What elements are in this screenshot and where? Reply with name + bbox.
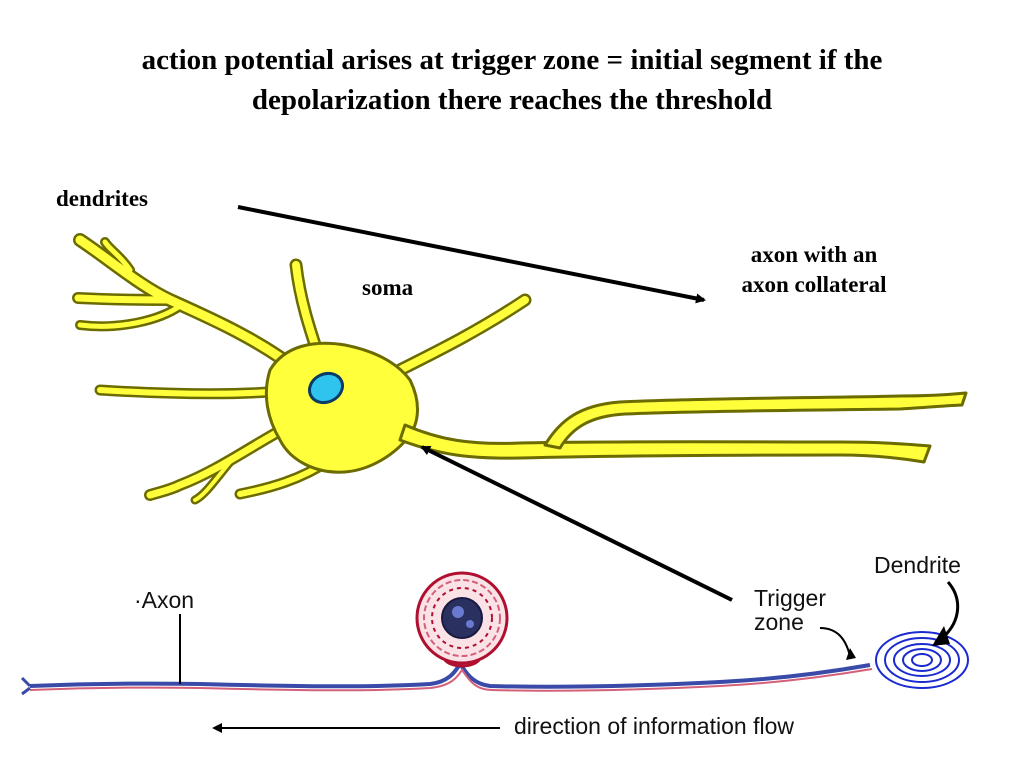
arrow-trigger-zone <box>420 445 733 602</box>
label-axon-line-2: axon collateral <box>741 272 887 297</box>
label-trigger-zone: Trigger zone <box>754 586 826 634</box>
label-axon: axon with an axon collateral <box>714 240 914 300</box>
lower-neuron-figure <box>20 571 969 733</box>
label-trigger-line-2: zone <box>754 609 804 635</box>
slide-title: action potential arises at trigger zone … <box>0 40 1024 120</box>
label-lower-axon: ·Axon <box>134 587 195 613</box>
label-soma: soma <box>362 275 414 300</box>
soma-body <box>264 341 419 474</box>
neuron-illustration <box>72 233 968 505</box>
label-dendrite: Dendrite <box>874 552 961 578</box>
axon-collateral <box>543 391 968 450</box>
axon-shaft <box>398 423 932 464</box>
lower-dendrite-spiral <box>875 631 969 689</box>
lower-cell-body <box>415 571 509 668</box>
trigger-label-pointer <box>819 627 851 657</box>
label-flow-direction: direction of information flow <box>514 713 794 739</box>
title-line-2: depolarization there reaches the thresho… <box>251 84 773 116</box>
title-line-1: action potential arises at trigger zone … <box>141 44 883 76</box>
arrow-dendrites-to-axon <box>237 205 706 304</box>
label-axon-line-1: axon with an <box>750 242 878 267</box>
axon-terminal <box>20 676 32 696</box>
label-lower-axon-text: Axon <box>141 587 195 613</box>
nucleus <box>307 371 345 405</box>
label-trigger-line-1: Trigger <box>754 585 826 611</box>
label-dendrites: dendrites <box>56 186 148 211</box>
